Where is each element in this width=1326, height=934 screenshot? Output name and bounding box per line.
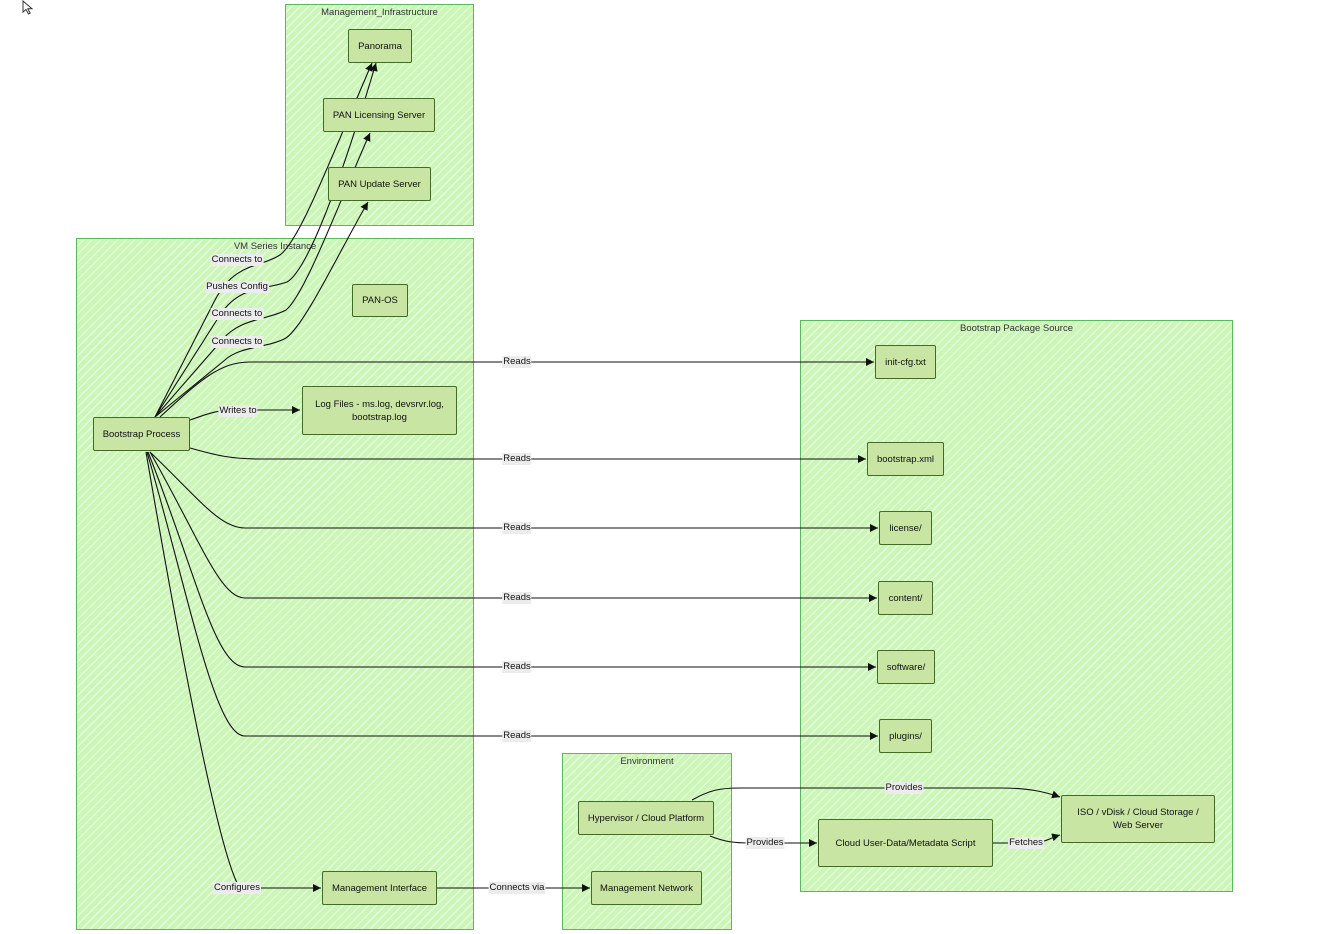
edge-label-connects-to: Connects to xyxy=(210,308,264,320)
node-pan-licensing-server[interactable]: PAN Licensing Server xyxy=(323,98,435,132)
node-plugins[interactable]: plugins/ xyxy=(879,719,932,753)
node-hypervisor-cloud-platform[interactable]: Hypervisor / Cloud Platform xyxy=(578,801,714,835)
edge-connects-panorama xyxy=(154,62,373,418)
edge-configures xyxy=(145,451,321,892)
edge-reads-software xyxy=(147,451,876,671)
edge-label-reads: Reads xyxy=(502,453,532,465)
edge-label-connects-to: Connects to xyxy=(210,336,264,348)
cluster-title: Management_Infrastructure xyxy=(321,7,438,18)
edge-reads-plugins xyxy=(146,451,878,740)
node-panorama[interactable]: Panorama xyxy=(348,29,412,63)
node-log-files[interactable]: Log Files - ms.log, devsrvr.log, bootstr… xyxy=(302,386,457,435)
edge-label-writes-to: Writes to xyxy=(218,405,258,417)
mouse-cursor-icon xyxy=(22,0,34,15)
cluster-title: Environment xyxy=(620,756,674,767)
node-bootstrap-process[interactable]: Bootstrap Process xyxy=(93,417,190,451)
edge-label-reads: Reads xyxy=(502,592,532,604)
edge-label-reads: Reads xyxy=(502,730,532,742)
cluster-title: Bootstrap Package Source xyxy=(959,323,1073,334)
edge-label-provides: Provides xyxy=(884,782,924,794)
edge-label-reads: Reads xyxy=(502,522,532,534)
cluster-title: VM Series Instance xyxy=(233,241,317,252)
edge-label-fetches: Fetches xyxy=(1008,837,1044,849)
node-init-cfg[interactable]: init-cfg.txt xyxy=(875,345,936,379)
node-pan-os[interactable]: PAN-OS xyxy=(352,284,408,317)
edge-reads-license xyxy=(149,451,878,532)
edge-connects-update xyxy=(154,201,369,418)
edge-reads-init xyxy=(159,358,874,418)
edge-label-provides: Provides xyxy=(745,837,785,849)
edge-reads-content xyxy=(149,451,877,602)
node-pan-update-server[interactable]: PAN Update Server xyxy=(328,167,431,201)
edge-reads-xml xyxy=(189,447,866,463)
node-management-interface[interactable]: Management Interface xyxy=(322,871,437,905)
edge-label-reads: Reads xyxy=(502,356,532,368)
edge-label-connects-via: Connects via xyxy=(488,882,546,894)
node-software[interactable]: software/ xyxy=(877,650,935,684)
node-bootstrap-xml[interactable]: bootstrap.xml xyxy=(867,442,944,476)
node-iso-vdisk-cloud-storage[interactable]: ISO / vDisk / Cloud Storage / Web Server xyxy=(1061,795,1215,843)
cluster-vm-series-instance: VM Series Instance xyxy=(76,238,474,930)
node-license[interactable]: license/ xyxy=(879,511,932,545)
edge-label-connects-to: Connects to xyxy=(210,254,264,266)
node-management-network[interactable]: Management Network xyxy=(591,871,702,905)
edge-provides-iso xyxy=(691,787,1061,801)
edge-label-pushes-config: Pushes Config xyxy=(205,281,269,293)
edge-label-reads: Reads xyxy=(502,661,532,673)
node-cloud-user-data[interactable]: Cloud User-Data/Metadata Script xyxy=(818,819,993,867)
edge-pushes-config xyxy=(154,62,378,418)
node-content[interactable]: content/ xyxy=(878,581,933,615)
edge-label-configures: Configures xyxy=(213,882,261,894)
